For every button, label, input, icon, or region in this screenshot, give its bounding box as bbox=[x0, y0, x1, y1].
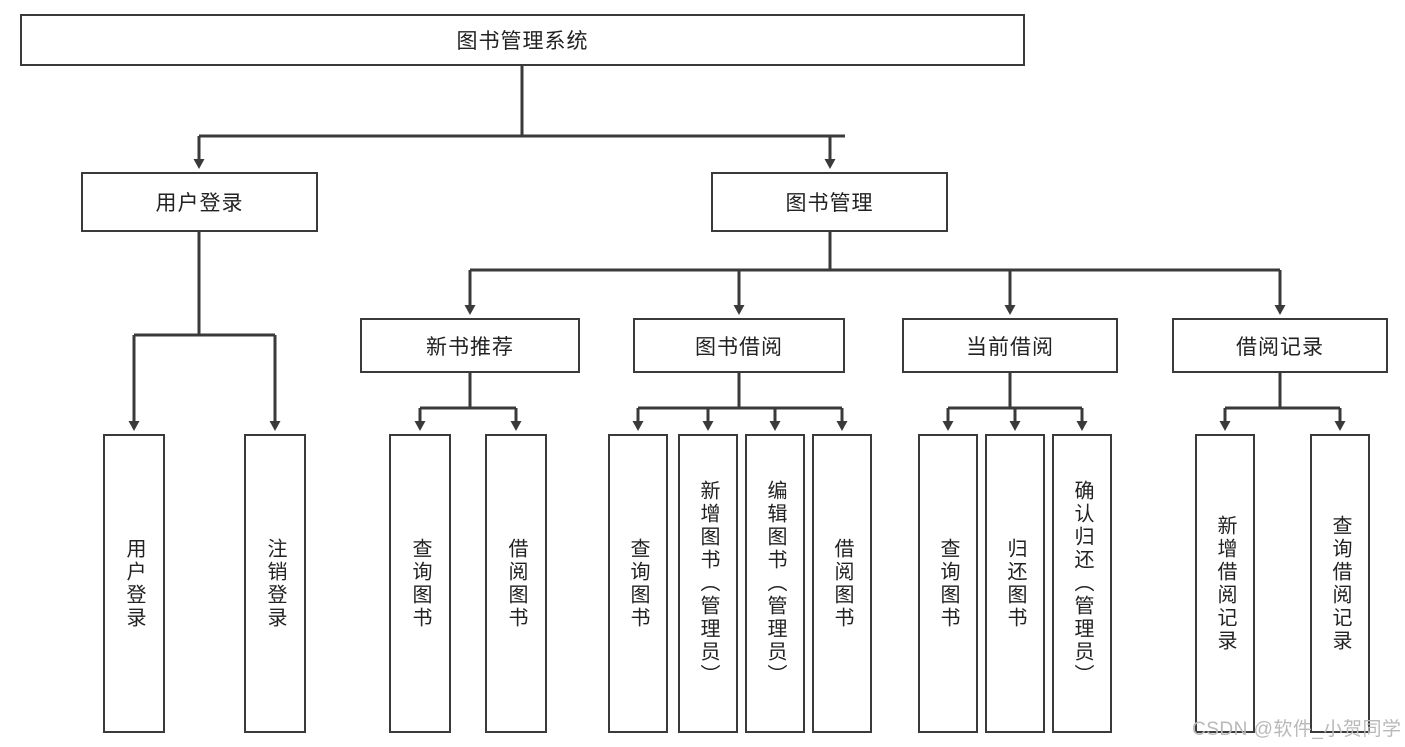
node-leaf-edit-book-label: 编辑图书（管理员） bbox=[764, 480, 786, 687]
node-leaf-edit-book[interactable]: 编辑图书（管理员） bbox=[745, 434, 805, 733]
node-user-login[interactable]: 用户登录 bbox=[81, 172, 318, 232]
node-leaf-return-book-label: 归还图书 bbox=[1004, 537, 1026, 630]
node-leaf-query-book-1[interactable]: 查询图书 bbox=[389, 434, 451, 733]
node-root-label: 图书管理系统 bbox=[456, 30, 589, 53]
node-new-book-recommend-label: 新书推荐 bbox=[426, 335, 514, 359]
node-root[interactable]: 图书管理系统 bbox=[20, 14, 1025, 66]
csdn-watermark: CSDN @软件_小贺同学 bbox=[1192, 719, 1402, 740]
node-leaf-query-book-3[interactable]: 查询图书 bbox=[918, 434, 978, 733]
node-leaf-logout[interactable]: 注销登录 bbox=[244, 434, 306, 733]
node-leaf-borrow-book-2-label: 借阅图书 bbox=[831, 537, 853, 630]
node-leaf-query-book-1-label: 查询图书 bbox=[409, 537, 431, 630]
node-leaf-add-book-label: 新增图书（管理员） bbox=[697, 480, 719, 687]
node-leaf-user-login[interactable]: 用户登录 bbox=[103, 434, 165, 733]
node-leaf-query-book-2-label: 查询图书 bbox=[627, 537, 649, 630]
node-book-manage-label: 图书管理 bbox=[785, 192, 874, 215]
node-user-login-label: 用户登录 bbox=[155, 192, 244, 215]
node-leaf-borrow-book-1[interactable]: 借阅图书 bbox=[485, 434, 547, 733]
node-leaf-user-login-label: 用户登录 bbox=[123, 537, 145, 630]
node-leaf-add-record[interactable]: 新增借阅记录 bbox=[1195, 434, 1255, 733]
node-leaf-query-record-label: 查询借阅记录 bbox=[1329, 514, 1351, 653]
node-current-borrow[interactable]: 当前借阅 bbox=[902, 318, 1118, 373]
node-leaf-logout-label: 注销登录 bbox=[264, 537, 286, 630]
node-leaf-borrow-book-1-label: 借阅图书 bbox=[505, 537, 527, 630]
node-book-manage[interactable]: 图书管理 bbox=[711, 172, 948, 232]
node-book-borrow-label: 图书借阅 bbox=[695, 335, 783, 359]
node-leaf-return-book[interactable]: 归还图书 bbox=[985, 434, 1045, 733]
node-leaf-confirm-return-label: 确认归还（管理员） bbox=[1071, 480, 1093, 687]
node-leaf-query-record[interactable]: 查询借阅记录 bbox=[1310, 434, 1370, 733]
node-new-book-recommend[interactable]: 新书推荐 bbox=[360, 318, 580, 373]
node-borrow-record[interactable]: 借阅记录 bbox=[1172, 318, 1388, 373]
node-book-borrow[interactable]: 图书借阅 bbox=[633, 318, 845, 373]
node-leaf-query-book-2[interactable]: 查询图书 bbox=[608, 434, 668, 733]
node-leaf-add-book[interactable]: 新增图书（管理员） bbox=[678, 434, 738, 733]
node-leaf-borrow-book-2[interactable]: 借阅图书 bbox=[812, 434, 872, 733]
node-leaf-confirm-return[interactable]: 确认归还（管理员） bbox=[1052, 434, 1112, 733]
node-leaf-add-record-label: 新增借阅记录 bbox=[1214, 514, 1236, 653]
node-borrow-record-label: 借阅记录 bbox=[1236, 335, 1324, 359]
node-leaf-query-book-3-label: 查询图书 bbox=[937, 537, 959, 630]
node-current-borrow-label: 当前借阅 bbox=[966, 335, 1054, 359]
